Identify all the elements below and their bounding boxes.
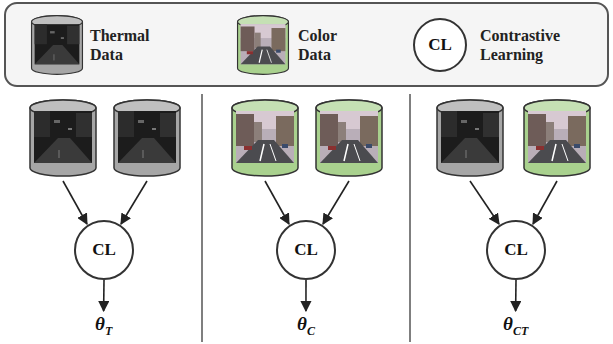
node-label: CL (428, 35, 452, 55)
thermal-cylinder (30, 100, 96, 176)
parameter-label: θCT (503, 313, 528, 334)
parameter-label: θC (297, 313, 315, 334)
parameter-node: θCT (503, 313, 528, 339)
contrastive-circle: CL (486, 220, 546, 280)
thermal-cylinder (32, 16, 83, 75)
subscript: T (105, 324, 112, 338)
panel-separator (409, 94, 411, 342)
input-arrow (533, 181, 557, 224)
input-arrow (470, 181, 499, 224)
parameter-label: θT (95, 313, 112, 334)
input-arrow (323, 181, 349, 224)
legend-frame (5, 3, 608, 86)
thermal-cylinder (437, 100, 503, 176)
node-label: CL (504, 240, 528, 260)
subscript: C (307, 324, 315, 338)
subscript: CT (513, 324, 528, 338)
parameter-node: θC (297, 313, 315, 339)
legend-text: Thermal Data (90, 26, 168, 64)
contrastive-circle: CL (276, 220, 336, 280)
color-cylinder (524, 100, 590, 176)
input-arrow (265, 181, 289, 224)
color-cylinder (238, 16, 289, 75)
color-cylinder (316, 100, 382, 176)
input-arrow (63, 181, 87, 224)
contrastive-circle: CL (413, 18, 467, 72)
thermal-cylinder (114, 100, 180, 176)
legend-text: Contrastive Learning (480, 26, 595, 64)
input-arrow (121, 181, 147, 224)
legend-text: Color Data (298, 26, 360, 64)
node-label: CL (92, 240, 116, 260)
contrastive-circle: CL (74, 220, 134, 280)
output-arrow (103, 280, 105, 311)
node-label: CL (294, 240, 318, 260)
output-arrow (305, 280, 307, 311)
color-cylinder (232, 100, 298, 176)
parameter-node: θT (95, 313, 112, 339)
panel-separator (201, 94, 203, 342)
output-arrow (515, 280, 517, 311)
